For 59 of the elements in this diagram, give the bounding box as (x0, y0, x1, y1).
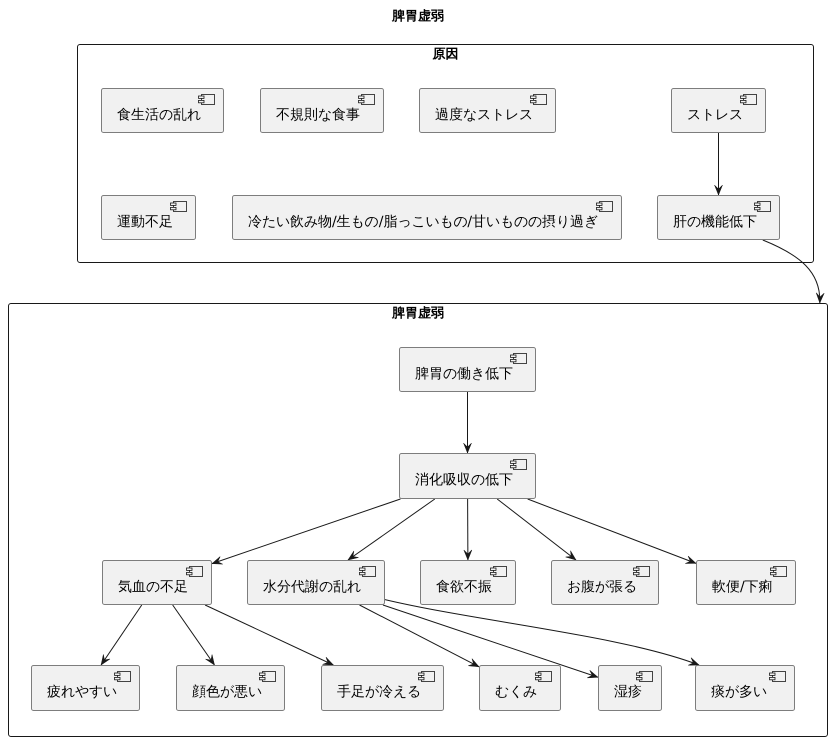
component-box (695, 665, 795, 711)
component-box (696, 560, 796, 605)
component-box (399, 347, 536, 392)
arrow (496, 498, 576, 560)
component-box (176, 665, 285, 711)
arrow (714, 132, 723, 196)
component-box (321, 665, 444, 711)
component-box (419, 88, 556, 133)
component-label: 疲れやすい (47, 683, 117, 701)
component-box (671, 88, 766, 133)
package-frame (8, 303, 828, 737)
arrow (172, 604, 215, 666)
component-box (399, 453, 536, 499)
component-label: 軟便/下痢 (712, 578, 773, 596)
component-label: むくみ (495, 683, 537, 701)
arrow (464, 498, 472, 560)
component-label: 食欲不振 (436, 578, 492, 596)
arrow (382, 604, 598, 678)
arrow (348, 498, 436, 560)
component-box (101, 195, 196, 240)
component-label: 過度なストレス (435, 106, 533, 124)
arrow (212, 498, 401, 564)
component-box (260, 88, 384, 133)
component-box (31, 665, 140, 711)
component-box (479, 665, 561, 711)
component-label: 食生活の乱れ (117, 106, 201, 124)
component-label: 運動不足 (117, 213, 173, 231)
arrow (463, 392, 472, 454)
component-label: 水分代謝の乱れ (263, 578, 361, 596)
component-label: 脾胃の働き低下 (415, 365, 513, 383)
component-box (598, 665, 662, 711)
arrow (100, 604, 142, 666)
component-label: 湿疹 (614, 683, 642, 701)
component-label: 顔色が悪い (192, 683, 262, 701)
component-box (551, 560, 659, 605)
diagram-title: 脾胃虚弱 (392, 9, 444, 25)
component-label: 気血の不足 (118, 578, 188, 596)
component-label: 不規則な食事 (276, 106, 360, 124)
component-label: ストレス (687, 106, 743, 124)
component-box (101, 88, 224, 133)
package-frame (77, 44, 814, 263)
component-label: 痰が多い (711, 683, 767, 701)
package-title: 脾胃虚弱 (392, 306, 444, 322)
component-box (657, 195, 780, 240)
arrow (204, 604, 334, 666)
component-label: 冷たい飲み物/生もの/脂っこいもの/甘いものの摂り過ぎ (248, 213, 598, 231)
component-label: 手足が冷える (337, 683, 421, 701)
component-box (247, 560, 385, 605)
arrow (384, 599, 700, 666)
component-label: お腹が張る (567, 578, 637, 596)
component-label: 消化吸収の低下 (415, 471, 513, 489)
component-box (232, 195, 622, 240)
package-title: 原因 (432, 47, 458, 63)
component-box (420, 560, 516, 605)
arrow (527, 498, 696, 564)
arrow (359, 604, 480, 668)
component-label: 肝の機能低下 (673, 213, 757, 231)
component-box (102, 560, 212, 605)
arrow (762, 240, 824, 304)
